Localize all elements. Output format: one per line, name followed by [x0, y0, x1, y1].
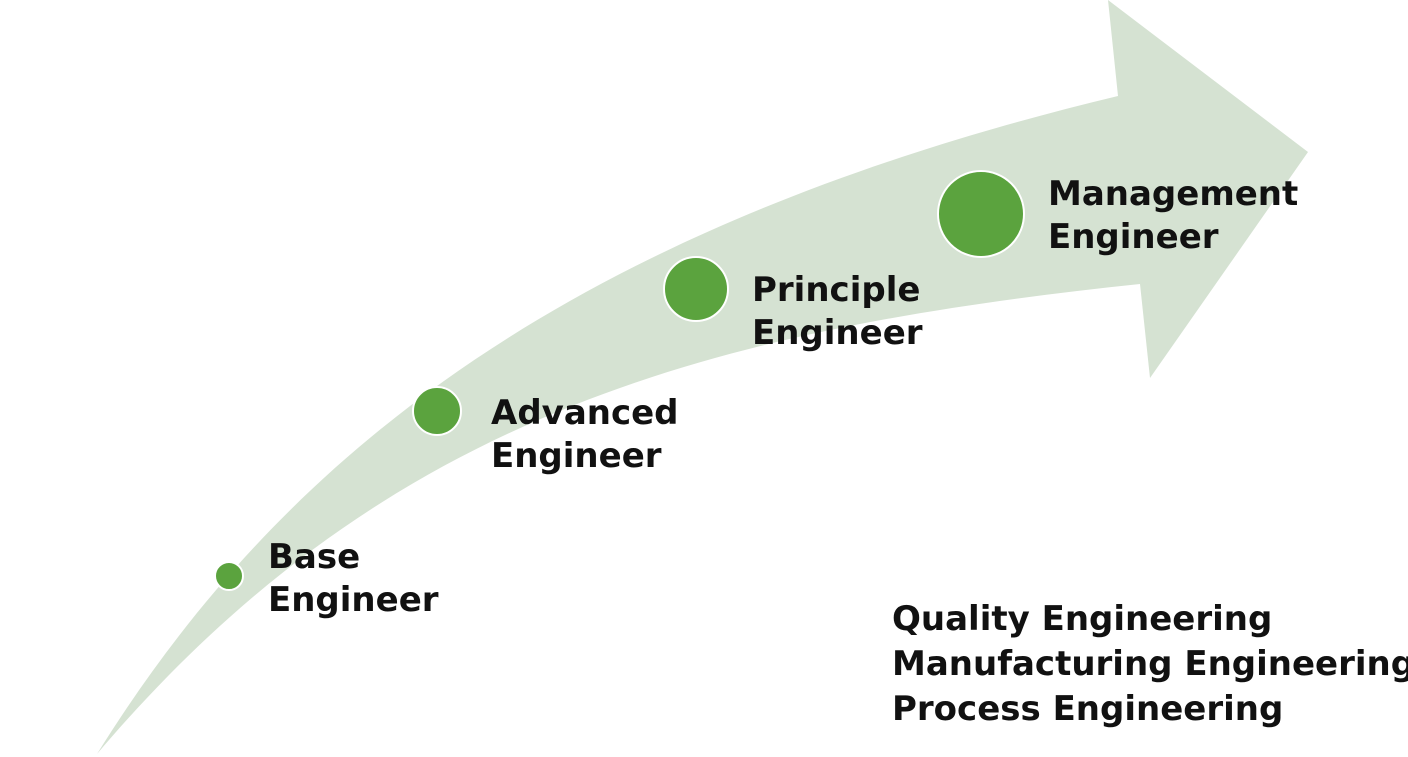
- stage-label-principle: Principle Engineer: [752, 269, 923, 355]
- stage-label-advanced: Advanced Engineer: [491, 392, 679, 478]
- stage-label-line: Advanced: [491, 393, 679, 433]
- stage-node-base: [214, 561, 244, 591]
- stage-label-management: Management Engineer: [1048, 173, 1298, 259]
- stage-label-line: Engineer: [491, 436, 662, 476]
- discipline-item: Manufacturing Engineering: [892, 644, 1408, 684]
- engineering-disciplines-list: Quality Engineering Manufacturing Engine…: [892, 597, 1408, 732]
- stage-label-base: Base Engineer: [268, 536, 439, 622]
- discipline-item: Process Engineering: [892, 689, 1284, 729]
- stage-label-line: Engineer: [268, 580, 439, 620]
- stage-label-line: Principle: [752, 270, 921, 310]
- stage-label-line: Engineer: [1048, 217, 1219, 257]
- stage-label-line: Base: [268, 537, 361, 577]
- stage-label-line: Engineer: [752, 313, 923, 353]
- stage-node-management: [937, 170, 1025, 258]
- stage-label-line: Management: [1048, 174, 1299, 214]
- stage-node-principle: [663, 256, 729, 322]
- stage-node-advanced: [412, 386, 462, 436]
- discipline-item: Quality Engineering: [892, 599, 1273, 639]
